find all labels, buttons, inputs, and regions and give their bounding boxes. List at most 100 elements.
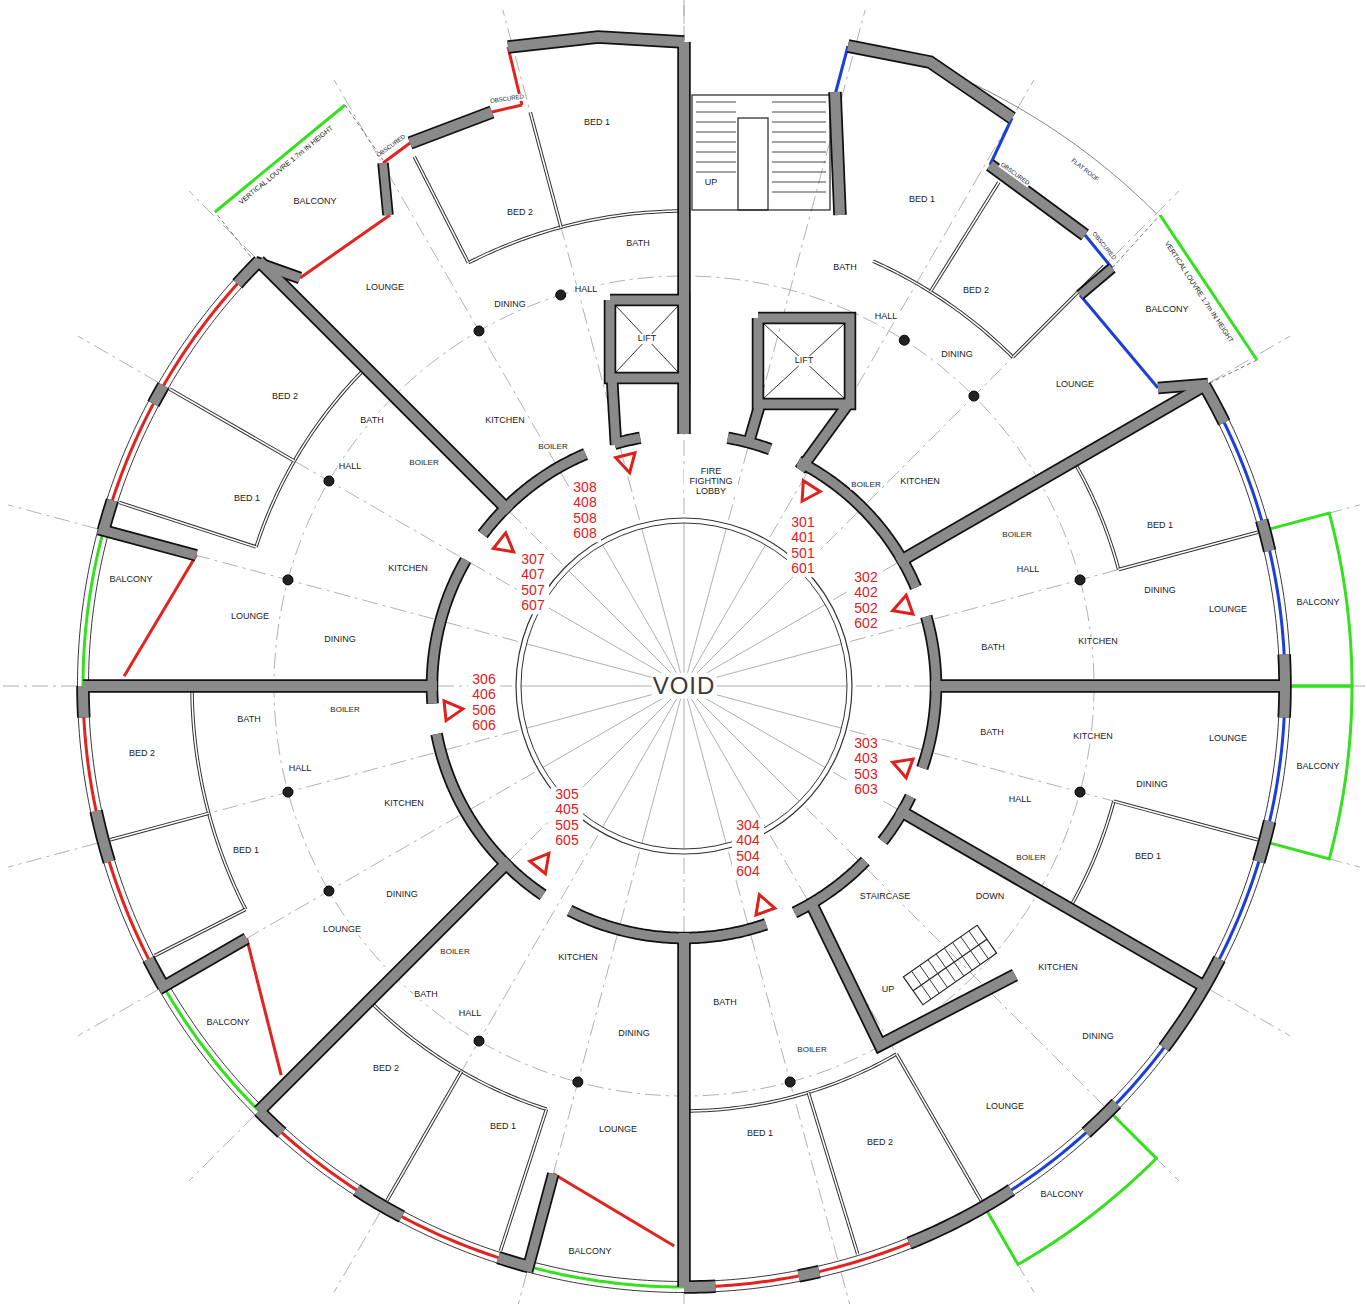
wall bbox=[259, 861, 509, 1111]
room-label: LOUNGE bbox=[985, 1102, 1025, 1112]
window bbox=[247, 939, 282, 1076]
stair-tread bbox=[772, 132, 826, 133]
stair-tread bbox=[772, 192, 826, 193]
wall bbox=[96, 811, 109, 862]
window bbox=[1224, 423, 1262, 521]
void-ray bbox=[684, 686, 726, 843]
stair-tread bbox=[944, 948, 964, 976]
window bbox=[109, 862, 148, 959]
void-ray bbox=[684, 523, 685, 686]
wall-outline bbox=[835, 92, 840, 215]
wall bbox=[1080, 268, 1112, 295]
wall-outline bbox=[383, 163, 388, 215]
stair-landing bbox=[738, 118, 768, 210]
room-label: BALCONY bbox=[1295, 598, 1340, 608]
window bbox=[124, 555, 196, 676]
column bbox=[899, 335, 909, 345]
stair-tread bbox=[969, 931, 989, 959]
wall-outline bbox=[437, 734, 543, 895]
balcony-edge bbox=[1112, 215, 1160, 268]
wall bbox=[612, 378, 616, 445]
column bbox=[283, 575, 293, 585]
window bbox=[300, 215, 390, 278]
room-label: LOUNGE bbox=[322, 925, 362, 935]
window bbox=[715, 1276, 798, 1286]
note-label: OBSCURED bbox=[998, 161, 1031, 188]
void-ray bbox=[684, 686, 685, 849]
wall bbox=[610, 300, 684, 378]
room-label: BOILER bbox=[1015, 854, 1046, 863]
wall bbox=[1204, 386, 1224, 423]
wall-outline bbox=[149, 959, 164, 987]
void-ray bbox=[684, 686, 799, 801]
room-label: KITCHEN bbox=[899, 477, 941, 487]
partition-core bbox=[930, 182, 998, 291]
flat-number: 306 406 506 606 bbox=[468, 672, 500, 734]
wall bbox=[570, 911, 766, 938]
column bbox=[969, 391, 979, 401]
wall-outline bbox=[1158, 384, 1208, 388]
wall bbox=[800, 404, 848, 470]
wall-outline bbox=[610, 300, 684, 378]
column bbox=[785, 1077, 795, 1087]
window bbox=[164, 284, 238, 386]
stair-tread bbox=[772, 142, 826, 143]
note-label: FLAT ROOF bbox=[1069, 157, 1101, 184]
stair-tread bbox=[696, 142, 736, 143]
entrance-marker bbox=[530, 853, 549, 873]
room-label: LOUNGE bbox=[1208, 734, 1248, 744]
stair-tread bbox=[696, 122, 736, 123]
column bbox=[474, 1036, 484, 1046]
wall bbox=[922, 617, 936, 769]
wall bbox=[909, 1190, 1011, 1243]
entrance-marker bbox=[893, 595, 913, 614]
room-label: HALL bbox=[288, 764, 313, 774]
partition bbox=[808, 1092, 857, 1254]
wall-outline bbox=[1259, 821, 1270, 862]
room-label: DINING bbox=[323, 635, 357, 645]
window bbox=[1270, 551, 1285, 655]
note-label: OBSCURED bbox=[489, 93, 526, 105]
partition-core bbox=[369, 1001, 546, 1110]
wall-outline bbox=[922, 617, 936, 769]
lift-cross bbox=[764, 324, 844, 398]
partition-core bbox=[873, 261, 1013, 357]
wall-outline bbox=[848, 46, 1012, 118]
partition-core bbox=[897, 1054, 982, 1200]
stair-tread bbox=[772, 162, 826, 163]
room-label: STAIRCASE bbox=[859, 892, 911, 902]
wall bbox=[99, 529, 197, 555]
flat-number: 307 407 507 607 bbox=[517, 552, 549, 614]
wall-outline bbox=[83, 679, 437, 693]
partition bbox=[1074, 461, 1119, 570]
entrance-marker bbox=[893, 759, 913, 778]
room-label: HALL bbox=[458, 1009, 483, 1019]
window bbox=[402, 1217, 498, 1258]
wall-outline bbox=[898, 386, 1205, 563]
partition-core bbox=[414, 157, 468, 263]
wall-outline bbox=[410, 112, 492, 143]
grid-line bbox=[833, 772, 1290, 1036]
room-label: BED 1 bbox=[1134, 852, 1162, 862]
room-label: KITCHEN bbox=[1037, 963, 1079, 973]
wall-outline bbox=[432, 560, 466, 704]
room-label: BALCONY bbox=[1295, 762, 1340, 772]
wall-outline bbox=[259, 861, 509, 1111]
wall bbox=[149, 959, 164, 987]
room-label: LOUNGE bbox=[598, 1125, 638, 1135]
wall bbox=[159, 939, 246, 990]
wall bbox=[758, 318, 850, 404]
grid-line bbox=[684, 0, 685, 514]
stair-tread bbox=[696, 172, 736, 173]
note-label: OBSCURED bbox=[1090, 230, 1118, 262]
room-label: BED 2 bbox=[962, 286, 990, 296]
wall-outline bbox=[259, 261, 509, 511]
stair-tread bbox=[696, 162, 736, 163]
flat-number: 301 401 501 601 bbox=[787, 515, 819, 577]
room-label: KITCHEN bbox=[1072, 732, 1114, 742]
flat-number: 302 402 502 602 bbox=[850, 570, 882, 632]
void-ray bbox=[642, 686, 684, 843]
room-label: BED 1 bbox=[1146, 521, 1174, 531]
stair-tread bbox=[920, 965, 940, 993]
partition bbox=[414, 157, 468, 263]
